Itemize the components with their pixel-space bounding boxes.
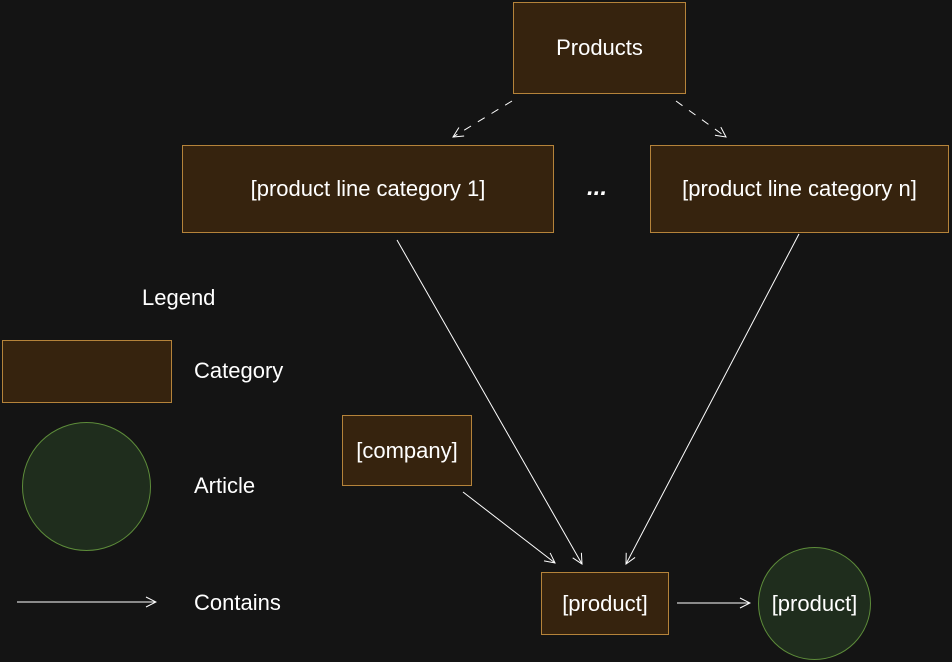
edge-products-to-category-n [675, 100, 726, 137]
ellipsis-more-categories: ... [587, 174, 608, 201]
legend-contains-label: Contains [194, 590, 281, 615]
node-company: [company] [342, 415, 472, 486]
node-category-n: [product line category n] [650, 145, 949, 233]
node-category-1: [product line category 1] [182, 145, 554, 233]
legend-category-swatch [2, 340, 172, 403]
node-category-n-label: [product line category n] [682, 176, 917, 201]
edge-category-n-to-product [626, 233, 800, 564]
node-products-label: Products [556, 35, 643, 60]
node-product-article: [product] [758, 547, 871, 660]
node-product-article-label: [product] [771, 590, 858, 616]
node-product-category-label: [product] [562, 590, 648, 616]
edge-products-to-category-1 [453, 100, 513, 137]
node-products: Products [513, 2, 686, 94]
node-product-category: [product] [541, 572, 669, 635]
node-company-label: [company] [356, 437, 458, 463]
edge-company-to-product [462, 491, 555, 563]
legend-article-label: Article [194, 473, 256, 498]
legend-article-swatch [22, 422, 151, 551]
legend-category-label: Category [194, 358, 284, 383]
edge-category-1-to-product [396, 239, 582, 564]
node-category-1-label: [product line category 1] [250, 176, 486, 201]
legend-title: Legend [142, 285, 216, 310]
